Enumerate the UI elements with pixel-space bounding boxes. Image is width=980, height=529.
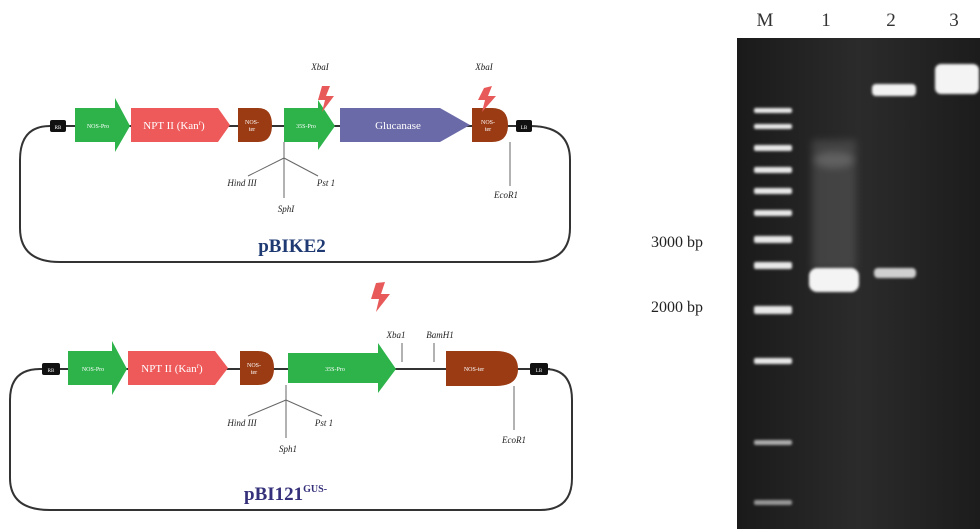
lane-label-m: M: [757, 10, 774, 31]
sph1-label: SphI: [278, 204, 296, 214]
nos-terminator-1: [238, 108, 272, 142]
npt2-label-2: NPT II (Kanr): [141, 362, 203, 375]
nos-terminator-2-label: NOS-ter: [481, 120, 495, 133]
lb-label: LB: [521, 126, 528, 131]
plasmid-name-pbi121: pBI121GUS-: [244, 484, 327, 505]
rb-label-2: RB: [48, 369, 55, 374]
xbai-cut-left-icon: [318, 86, 334, 112]
rb-border-box-2: [42, 363, 60, 375]
glucanase-label: Glucanase: [375, 120, 421, 132]
bamh1-label: BamH1: [426, 330, 454, 340]
35s-promoter-label-2: 35S-Pro: [325, 367, 345, 373]
nos-terminator-3-label: NOS-ter: [247, 363, 261, 376]
35s-promoter-label: 35S-Pro: [296, 124, 316, 130]
nos-terminator-4-label: NOS-ter: [464, 367, 484, 373]
lane-label-3: 3: [949, 10, 959, 31]
plasmid-backbone: [19, 125, 571, 263]
lane-label-1: 1: [821, 10, 831, 31]
ecor1-label-2: EcoR1: [501, 435, 526, 445]
pst1-label-2: Pst 1: [314, 418, 333, 428]
nos-terminator-1-label: NOS-ter: [245, 120, 259, 133]
lb-border-box: [516, 120, 532, 132]
sph1-label-2: Sph1: [279, 444, 297, 454]
xbai-left-label: XbaI: [310, 62, 329, 72]
npt2-block: [131, 108, 230, 142]
lane1-main-band: [809, 268, 859, 292]
mcs-hind-line: [247, 157, 285, 177]
nos-promoter-label-2: NOS-Pro: [82, 367, 104, 373]
pst1-label: Pst 1: [316, 178, 335, 188]
nos-promoter-label: NOS-Pro: [87, 124, 109, 130]
hind3-label-2: Hind III: [226, 418, 257, 428]
npt2-block-2: [128, 351, 228, 385]
35s-promoter-arrow: [284, 100, 335, 150]
35s-promoter-arrow-2: [288, 343, 396, 393]
marker-3000bp-label: 3000 bp: [651, 234, 703, 251]
marker-2000bp-label: 2000 bp: [651, 299, 703, 316]
nos-promoter-arrow: [75, 98, 130, 152]
plasmid-pbi121-gus: RB LB NOS-Pro NPT II (Kanr) NOS-ter 35S-…: [9, 282, 573, 511]
lb-border-box-2: [530, 363, 548, 375]
nos-terminator-4: [446, 351, 518, 386]
xba1-cut-icon: [371, 282, 390, 312]
rb-border-box: [50, 120, 66, 132]
lb-label-2: LB: [536, 369, 543, 374]
lane3-band: [935, 64, 979, 94]
lane1-upper-band: [814, 152, 854, 168]
plasmid-pbike2: RB LB NOS-Pro NPT II (Kanr) NOS-ter 35S-…: [19, 62, 571, 263]
glucanase-block: [340, 108, 470, 142]
xbai-right-label: XbaI: [474, 62, 493, 72]
xba1-label: Xba1: [386, 330, 406, 340]
plasmid-name-pbike2: pBIKE2: [258, 236, 326, 257]
mcs-hind-line-2: [247, 399, 287, 417]
lane2-upper-band: [872, 84, 916, 96]
lane-label-2: 2: [886, 10, 896, 31]
nos-promoter-arrow-2: [68, 341, 127, 395]
xbai-cut-right-icon: [478, 86, 496, 112]
agarose-gel: M 1 2 3 3000 bp 2000: [651, 10, 980, 529]
mcs-pst-line-2: [285, 399, 323, 417]
ecor1-label: EcoR1: [493, 190, 518, 200]
nos-terminator-3: [240, 351, 274, 385]
mcs-pst-line: [283, 157, 319, 177]
npt2-label: NPT II (Kanr): [143, 119, 205, 132]
hind3-label: Hind III: [226, 178, 257, 188]
plasmid-backbone-2: [9, 368, 573, 511]
rb-label: RB: [55, 126, 62, 131]
lane2-insert-band: [874, 268, 916, 278]
marker-ladder: [754, 108, 792, 505]
nos-terminator-2: [472, 108, 508, 142]
